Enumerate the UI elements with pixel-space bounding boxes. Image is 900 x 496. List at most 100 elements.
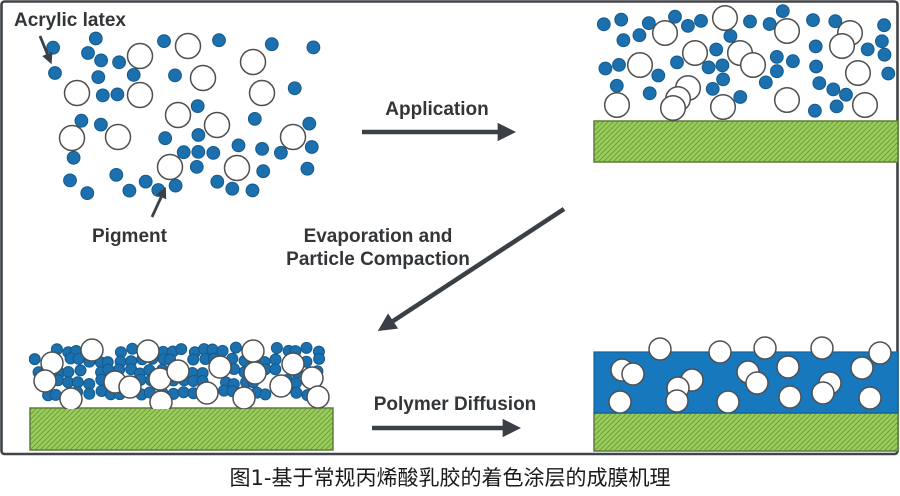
pigment-particle [195, 381, 219, 405]
latex-particle [809, 59, 823, 74]
latex-particle [91, 70, 106, 84]
panel-dispersion: Acrylic latex Pigment [14, 10, 321, 247]
latex-particle [191, 145, 206, 159]
latex-particle [670, 55, 684, 70]
substrate [593, 412, 899, 452]
latex-particle [641, 16, 656, 31]
latex-particle [206, 146, 221, 160]
latex-particle [259, 388, 272, 401]
pigment-particle [203, 111, 231, 139]
pigment-particle [248, 79, 276, 107]
pigment-particle [118, 375, 142, 399]
latex-particle [95, 88, 110, 103]
acrylic-latex-pointer-arrow [38, 35, 53, 65]
latex-particle [231, 138, 246, 153]
pigment-particle [844, 59, 872, 87]
label-evaporation-line1: Evaporation and [304, 226, 453, 247]
latex-particle [775, 4, 790, 19]
pigment-particle [776, 355, 800, 379]
latex-particle [769, 50, 784, 64]
latex-particle [302, 116, 317, 131]
latex-particle [247, 112, 262, 126]
pigment-particles [608, 336, 892, 413]
latex-particle [632, 28, 647, 43]
substrate [593, 120, 899, 163]
latex-particle [881, 66, 896, 81]
pigment-particle [279, 123, 307, 151]
pigment-particle [858, 386, 882, 410]
pigment-particle [149, 390, 173, 409]
pigment-particle [603, 91, 631, 119]
pigment-particle [773, 17, 801, 45]
diagram-canvas: Acrylic latex Pigment Application Evapor… [0, 0, 899, 456]
latex-particle [300, 341, 313, 354]
latex-particle [715, 58, 730, 73]
pigment-particle [239, 48, 267, 76]
latex-particle [191, 128, 206, 142]
latex-particle [616, 33, 631, 48]
pigment-particle [58, 124, 86, 152]
panel-compacted [29, 338, 334, 451]
pigment-particle [708, 340, 732, 364]
pigment-particle [136, 339, 160, 363]
latex-particle [126, 342, 139, 355]
latex-particle [229, 341, 242, 354]
pigment-particles [603, 4, 879, 122]
pigment-particle [739, 51, 767, 79]
pigment-particle [711, 4, 739, 32]
step-polymer-diffusion: Polymer Diffusion [372, 394, 537, 438]
pigment-particle [208, 355, 232, 379]
label-acrylic-latex: Acrylic latex [14, 10, 126, 31]
latex-particle [122, 183, 137, 198]
pigment-particles [58, 32, 307, 182]
latex-particle [168, 68, 182, 83]
latex-particle [245, 183, 260, 198]
latex-particle [80, 186, 95, 201]
pigment-particle [621, 362, 645, 386]
latex-particle [63, 173, 77, 188]
latex-particle [158, 131, 173, 146]
latex-particle [74, 364, 87, 377]
latex-particle [808, 103, 822, 118]
latex-particle [255, 142, 270, 156]
latex-particle [705, 82, 720, 96]
latex-particle [304, 140, 319, 154]
pigment-particle [156, 153, 184, 181]
label-application: Application [385, 99, 488, 120]
pigment-particle [164, 101, 192, 129]
latex-particle [46, 40, 60, 55]
latex-particle [829, 99, 844, 114]
pigment-particle [716, 390, 740, 413]
latex-particle [94, 117, 108, 132]
pigment-particle [850, 356, 874, 380]
panel-film [593, 336, 899, 452]
latex-particle [94, 53, 108, 68]
label-pigment: Pigment [92, 226, 168, 247]
figure-caption: 图1-基于常规丙烯酸乳胶的着色涂层的成膜机理 [229, 465, 671, 490]
pigment-particle [269, 374, 293, 398]
pigment-particle [828, 32, 856, 60]
pigment-particle [189, 64, 217, 92]
latex-particle [758, 75, 773, 90]
pigment-particle [174, 32, 202, 60]
latex-particle [598, 61, 613, 76]
pigment-particle [851, 91, 879, 119]
latex-particle [88, 31, 103, 46]
pigment-particle [665, 389, 689, 413]
latex-particle [877, 18, 891, 33]
latex-particle [828, 14, 843, 29]
latex-particle [177, 386, 190, 399]
latex-particle [300, 161, 315, 176]
latex-particle [290, 386, 303, 399]
label-polymer-diffusion: Polymer Diffusion [374, 394, 537, 415]
pigment-particle [33, 369, 57, 393]
latex-particle [48, 66, 62, 80]
latex-particle [62, 366, 75, 378]
latex-particle [651, 68, 666, 83]
pigment-particle [753, 336, 777, 360]
latex-particle [808, 39, 823, 54]
latex-particle [770, 64, 784, 79]
pigment-particle [778, 385, 802, 409]
latex-particle [694, 14, 708, 28]
pigment-particle [659, 94, 687, 122]
